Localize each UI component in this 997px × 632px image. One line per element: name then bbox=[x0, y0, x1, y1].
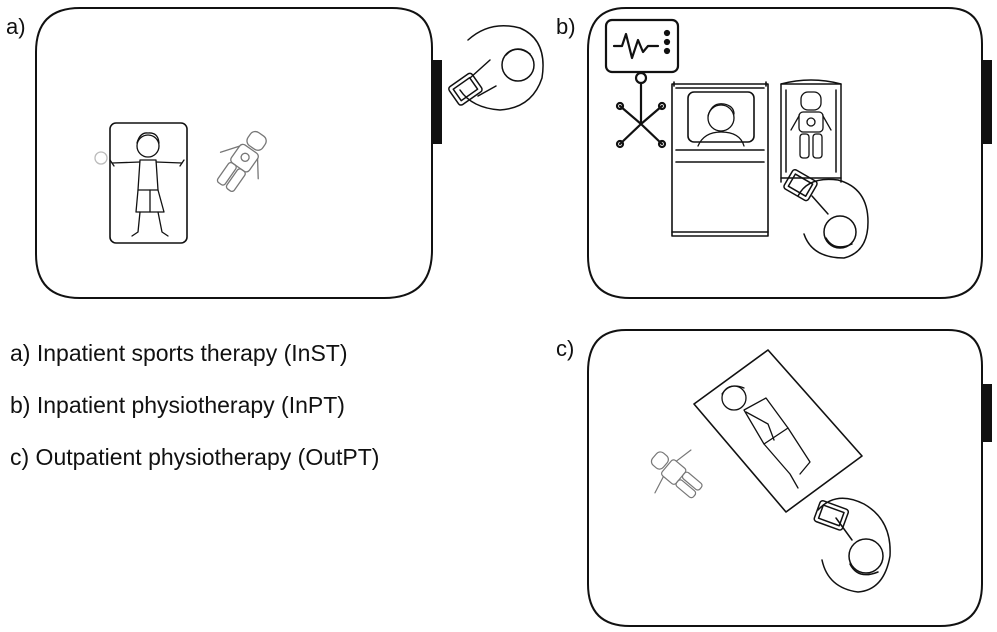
exercise-mat-a bbox=[109, 122, 188, 244]
hospital-bed bbox=[671, 81, 769, 237]
tablet-c bbox=[813, 500, 850, 531]
therapist-b bbox=[783, 168, 869, 259]
patient-on-mat bbox=[721, 385, 811, 489]
room-c bbox=[587, 329, 992, 627]
robot-c bbox=[650, 449, 703, 499]
panel-a-label: a) bbox=[6, 14, 26, 39]
child-figure-a bbox=[94, 132, 185, 237]
tablet-a bbox=[448, 72, 483, 106]
robot-b bbox=[790, 91, 832, 159]
patient-in-bed bbox=[697, 103, 745, 147]
exercise-mat-c bbox=[693, 349, 863, 513]
panel-b-label: b) bbox=[556, 14, 576, 39]
legend-item-outpt: c) Outpatient physiotherapy (OutPT) bbox=[10, 444, 380, 470]
door-c bbox=[983, 384, 992, 442]
legend: a) Inpatient sports therapy (InST) b) In… bbox=[10, 342, 379, 498]
therapist-c bbox=[813, 497, 891, 593]
tablet-b bbox=[783, 168, 818, 202]
room-a bbox=[35, 7, 442, 299]
legend-item-inpt: b) Inpatient physiotherapy (InPT) bbox=[10, 392, 345, 418]
vital-monitor bbox=[604, 18, 680, 149]
robot-a bbox=[216, 130, 267, 192]
legend-item-inst: a) Inpatient sports therapy (InST) bbox=[10, 340, 348, 366]
panel-c-label: c) bbox=[556, 336, 575, 361]
robot-crib bbox=[780, 79, 842, 183]
door-a bbox=[433, 60, 442, 144]
door-b bbox=[983, 60, 992, 144]
therapist-a bbox=[448, 25, 544, 111]
room-b bbox=[587, 7, 992, 299]
